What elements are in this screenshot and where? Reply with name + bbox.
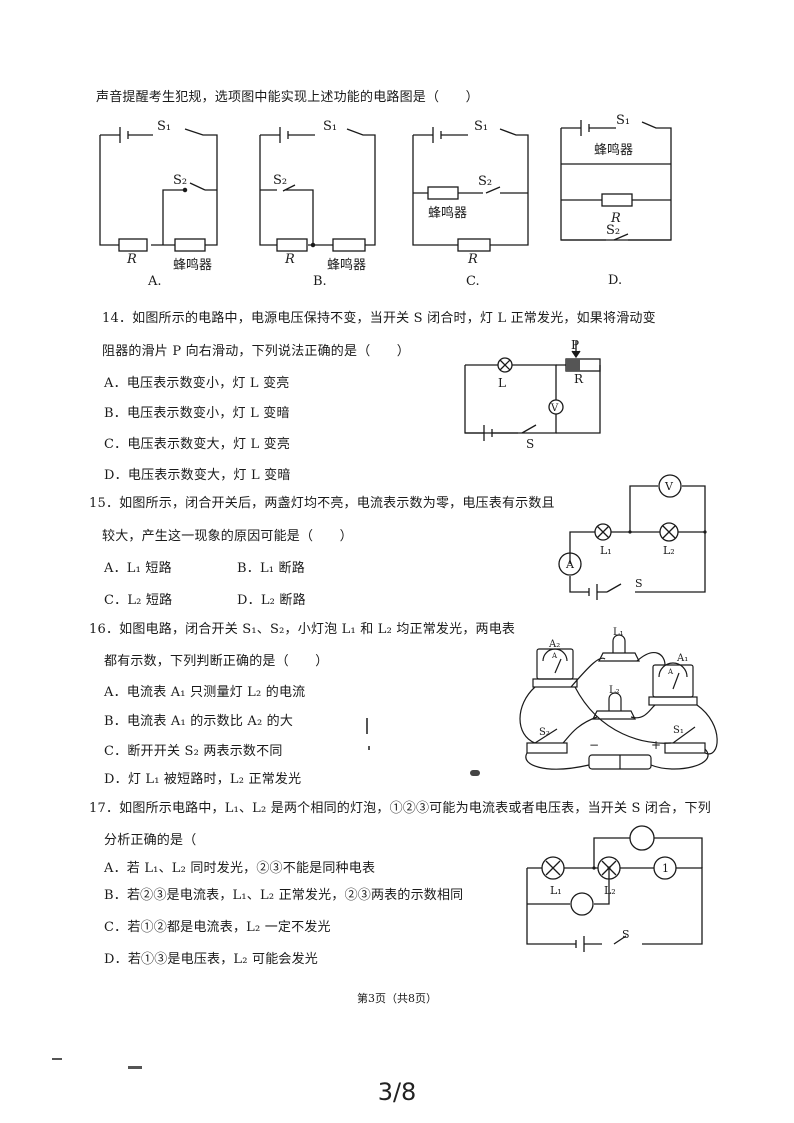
q17-l2-label: L₂ — [604, 884, 616, 897]
q13-d-r-label: R — [610, 211, 621, 226]
q17-stem-line1: 17．如图所示电路中，L₁、L₂ 是两个相同的灯泡，①②③可能为电流表或者电压表… — [89, 801, 711, 816]
q13-d-s1-label: S₁ — [616, 113, 630, 128]
q13-a-buzzer-label: 蜂鸣器 — [173, 257, 212, 273]
q13-option-c: C. — [466, 274, 480, 289]
q15-a-label: A — [565, 558, 575, 571]
q15-stem-line1: 15．如图所示，闭合开关后，两盏灯均不亮，电流表示数为零，电压表有示数且 — [89, 496, 555, 511]
q15-option-d[interactable]: D．L₂ 断路 — [237, 593, 306, 608]
q13-a-r-label: R — [126, 252, 137, 267]
q15-v-label: V — [664, 480, 674, 493]
q14-s-label: S — [526, 437, 534, 451]
q16-option-b[interactable]: B．电流表 A₁ 的示数比 A₂ 的大 — [104, 714, 294, 729]
q14-stem-line2: 阻器的滑片 P 向右滑动，下列说法正确的是（ ） — [102, 344, 411, 359]
q13-b-s1-label: S₁ — [323, 119, 337, 134]
q15-stem-line2: 较大，产生这一现象的原因可能是（ ） — [102, 529, 353, 544]
q13-b-buzzer-label: 蜂鸣器 — [327, 257, 366, 273]
q14-stem-line1: 14．如图所示的电路中，电源电压保持不变，当开关 S 闭合时，灯 L 正常发光，… — [102, 311, 656, 326]
q16-s2-label: S₂ — [539, 727, 550, 738]
q17-s-label: S — [622, 928, 630, 941]
q16-l2-label: L₂ — [609, 685, 620, 696]
q15-option-c[interactable]: C．L₂ 短路 — [104, 593, 173, 608]
q14-option-d[interactable]: D．电压表示数变大，灯 L 变暗 — [104, 468, 291, 483]
q14-v-label: V — [550, 403, 559, 414]
q15-s-label: S — [635, 577, 643, 590]
q17-option-a[interactable]: A．若 L₁、L₂ 同时发光，②③不能是同种电表 — [104, 861, 376, 876]
q15-l1-label: L₁ — [600, 544, 612, 557]
page-indicator: 3/8 — [377, 1078, 417, 1106]
q13-a-s1-label: S₁ — [157, 119, 171, 134]
q16-s1-label: S₁ — [673, 725, 684, 736]
q13-b-s2-label: S₂ — [273, 173, 287, 188]
q16-stem-line2: 都有示数，下列判断正确的是（ ） — [104, 654, 329, 669]
q16-option-d[interactable]: D．灯 L₁ 被短路时，L₂ 正常发光 — [104, 772, 302, 787]
q15-option-b[interactable]: B．L₁ 断路 — [237, 561, 305, 576]
q13-option-d: D. — [608, 273, 622, 288]
q17-meter-1-label: 1 — [662, 862, 669, 875]
q13-option-a: A. — [147, 274, 162, 289]
q17-option-d[interactable]: D．若①③是电压表，L₂ 可能会发光 — [104, 952, 318, 967]
q15-circuit-diagram: V A L₁ L₂ S — [558, 474, 707, 600]
q14-circuit-diagram: P R L V S — [464, 338, 601, 451]
q14-option-c[interactable]: C．电压表示数变大，灯 L 变亮 — [104, 437, 291, 452]
q16-physical-circuit: A₂ L₁ A₁ L₂ S₂ S₁ − + A A — [519, 627, 718, 770]
q14-l-label: L — [498, 376, 506, 390]
q14-option-b[interactable]: B．电压表示数变小，灯 L 变暗 — [104, 406, 290, 421]
q16-a1-dial-mark: A — [667, 668, 674, 676]
q14-r-label: R — [574, 372, 584, 386]
q16-battery-plus: + — [651, 738, 661, 752]
q13-c-buzzer-label: 蜂鸣器 — [428, 205, 467, 221]
q14-option-a[interactable]: A．电压表示数变小，灯 L 变亮 — [104, 376, 290, 391]
q13-option-b: B. — [313, 274, 327, 289]
page-footer: 第3页（共8页） — [357, 992, 437, 1005]
q14-p-label: P — [571, 338, 579, 352]
q13-diagram-d: S₁ 蜂鸣器 R S₂ D. — [560, 113, 672, 288]
q17-option-b[interactable]: B．若②③是电流表，L₁、L₂ 正常发光，②③两表的示数相同 — [104, 888, 464, 903]
q13-text-tail: 声音提醒考生犯规，选项图中能实现上述功能的电路图是（ ） — [96, 90, 479, 105]
q16-stem-line1: 16．如图电路，闭合开关 S₁、S₂，小灯泡 L₁ 和 L₂ 均正常发光，两电表 — [89, 622, 516, 637]
q13-b-r-label: R — [284, 252, 295, 267]
q17-circuit-diagram: L₁ L₂ 1 S — [526, 825, 703, 952]
q15-l2-label: L₂ — [663, 544, 675, 557]
q17-l1-label: L₁ — [550, 884, 562, 897]
q16-a2-dial-mark: A — [551, 652, 558, 660]
q13-diagram-a: S₁ S₂ R 蜂鸣器 A. — [99, 119, 218, 289]
q13-diagram-b: S₁ S₂ R 蜂鸣器 B. — [259, 119, 376, 289]
q16-a2-label: A₂ — [548, 639, 560, 650]
q13-d-buzzer-label: 蜂鸣器 — [594, 142, 633, 158]
q16-l1-label: L₁ — [613, 627, 624, 638]
q13-d-s2-label: S₂ — [606, 223, 620, 238]
q13-diagram-c: S₁ S₂ 蜂鸣器 R C. — [412, 119, 529, 289]
q16-option-a[interactable]: A．电流表 A₁ 只测量灯 L₂ 的电流 — [104, 685, 306, 700]
q13-c-s1-label: S₁ — [474, 119, 488, 134]
q13-c-s2-label: S₂ — [478, 174, 492, 189]
q13-a-s2-label: S₂ — [173, 173, 187, 188]
q16-option-c[interactable]: C．断开开关 S₂ 两表示数不同 — [104, 744, 283, 759]
q17-stem-line2: 分析正确的是（ — [104, 833, 197, 848]
q15-option-a[interactable]: A．L₁ 短路 — [104, 561, 172, 576]
q16-a1-label: A₁ — [676, 653, 688, 664]
q17-option-c[interactable]: C．若①②都是电流表，L₂ 一定不发光 — [104, 920, 331, 935]
q16-battery-minus: − — [589, 738, 599, 752]
q13-c-r-label: R — [467, 252, 478, 267]
